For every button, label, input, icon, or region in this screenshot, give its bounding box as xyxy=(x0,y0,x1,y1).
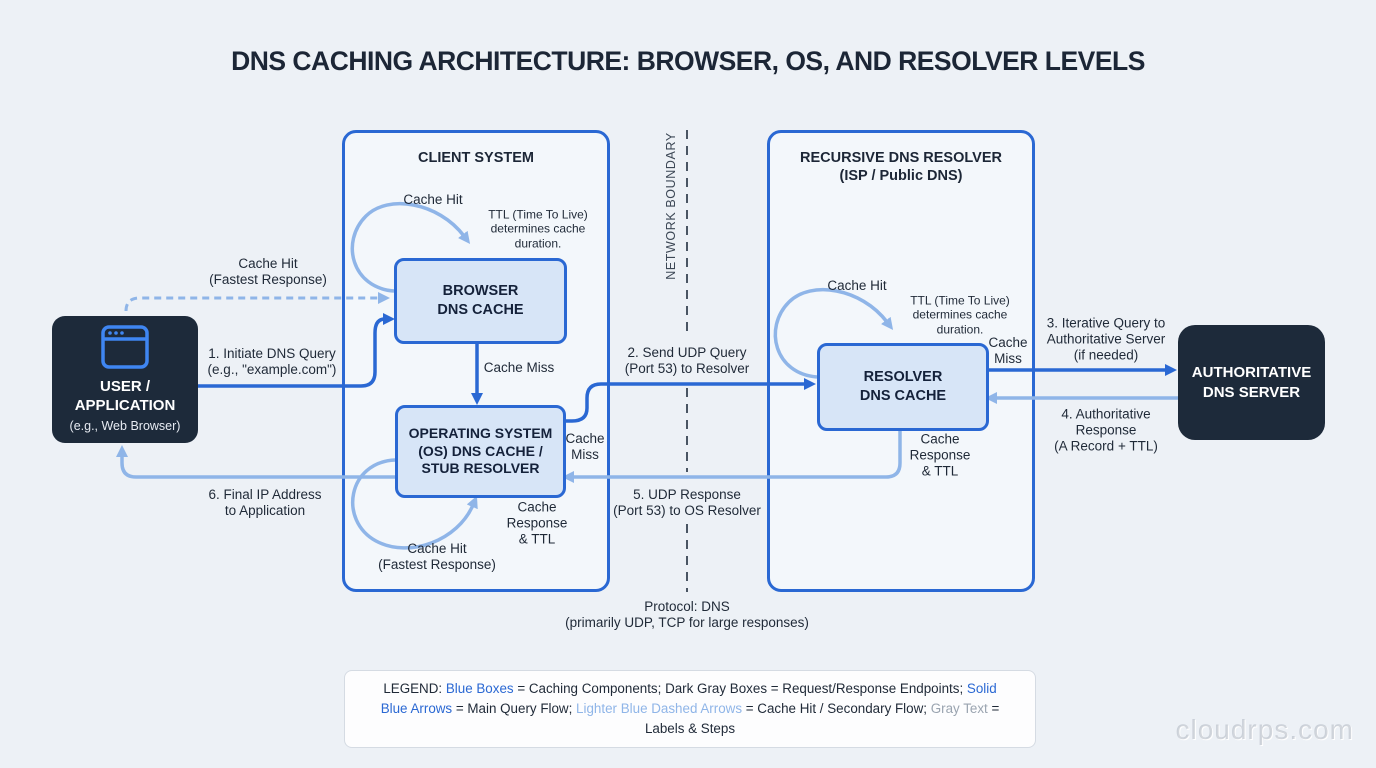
legend-blue-boxes: Blue Boxes xyxy=(445,681,514,696)
user-node-subtitle: (e.g., Web Browser) xyxy=(69,418,181,433)
os-dns-cache-node: OPERATING SYSTEM (OS) DNS CACHE / STUB R… xyxy=(395,405,566,498)
legend: LEGEND: Blue Boxes = Caching Components;… xyxy=(344,670,1036,749)
label-step5-udp-response: 5. UDP Response(Port 53) to OS Resolver xyxy=(613,486,761,518)
client-system-title: CLIENT SYSTEM xyxy=(417,150,534,166)
legend-gray-text: Gray Text xyxy=(930,701,988,717)
label-os-cache-hit: Cache Hit(Fastest Response) xyxy=(378,540,496,572)
page-title: DNS CACHING ARCHITECTURE: BROWSER, OS, A… xyxy=(231,46,1145,76)
legend-light-dashed-arrows: Lighter Blue Dashed Arrows xyxy=(576,701,743,717)
label-protocol-note: Protocol: DNS(primarily UDP, TCP for lar… xyxy=(565,598,809,630)
client-system-container: CLIENT SYSTEM xyxy=(342,130,610,592)
auth-node-title: AUTHORITATIVE DNS SERVER xyxy=(1191,364,1312,401)
authoritative-dns-server-node: AUTHORITATIVE DNS SERVER xyxy=(1178,325,1325,440)
browser-dns-cache-node: BROWSER DNS CACHE xyxy=(394,258,567,344)
network-boundary-label: NETWORK BOUNDARY xyxy=(664,132,678,280)
legend-solid-blue-arrows: Solid Blue Arrows xyxy=(380,681,997,717)
user-node-title: USER / APPLICATION xyxy=(74,377,176,415)
label-browser-cache-miss: Cache Miss xyxy=(483,359,555,375)
label-browser-cache-hit: Cache Hit xyxy=(403,191,463,207)
label-step1-initiate-query: 1. Initiate DNS Query(e.g., "example.com… xyxy=(207,345,337,377)
recursive-resolver-title: RECURSIVE DNS RESOLVER (ISP / Public DNS… xyxy=(800,150,1002,185)
user-application-node: USER / APPLICATION (e.g., Web Browser) xyxy=(52,316,198,443)
browser-window-icon xyxy=(101,325,149,369)
label-resolver-cache-hit: Cache Hit xyxy=(827,277,887,293)
watermark: cloudrps.com xyxy=(1175,714,1354,745)
legend-text: LEGEND: xyxy=(383,681,446,696)
resolver-dns-cache-node: RESOLVER DNS CACHE xyxy=(817,343,989,431)
label-cache-hit-fastest-top: Cache Hit(Fastest Response) xyxy=(209,255,327,287)
label-step2-send-udp-query: 2. Send UDP Query(Port 53) to Resolver xyxy=(624,344,750,376)
